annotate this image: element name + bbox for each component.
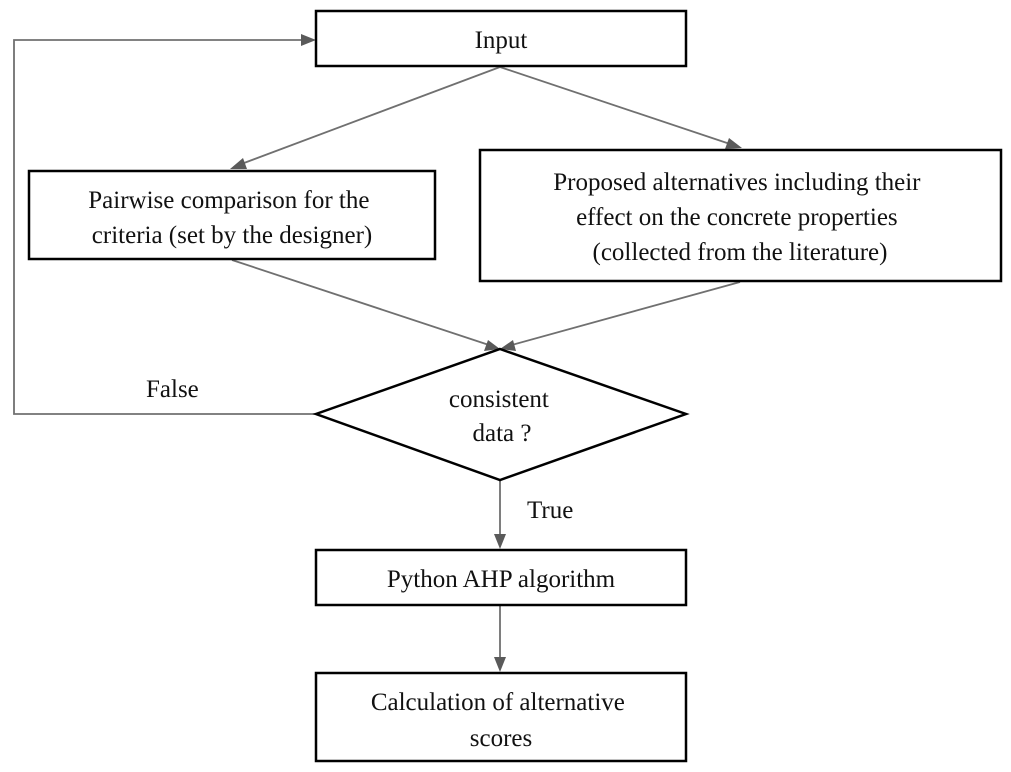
true-edge-label: True: [527, 497, 573, 524]
edge-input-to-alternatives: [499, 66, 737, 147]
algorithm-label: Python AHP algorithm: [387, 566, 616, 593]
decision-diamond: [312, 347, 690, 482]
edge-input-to-pairwise: [235, 66, 501, 167]
pairwise-label: Pairwise comparison for the criteria (se…: [88, 187, 375, 249]
alternatives-label: Proposed alternatives including their ef…: [553, 169, 927, 266]
node-pairwise: Pairwise comparison for the criteria (se…: [27, 169, 437, 261]
calculation-box: [314, 671, 688, 763]
node-input: Input: [314, 9, 688, 68]
pairwise-label-line-1: Pairwise comparison for the: [88, 187, 369, 214]
alternatives-label-line-2: effect on the concrete properties: [576, 204, 898, 231]
node-calculation: Calculation of alternative scores: [314, 671, 688, 763]
algorithm-label-line: Python AHP algorithm: [387, 566, 616, 593]
edge-pairwise-to-decision: [231, 259, 493, 347]
node-alternatives: Proposed alternatives including their ef…: [478, 148, 1003, 283]
pairwise-label-line-2: criteria (set by the designer): [92, 222, 372, 249]
decision-label: consistent data ?: [449, 386, 555, 447]
calculation-label-line-1: Calculation of alternative: [371, 689, 625, 716]
calculation-label: Calculation of alternative scores: [371, 689, 631, 752]
false-edge-label: False: [146, 376, 199, 403]
connectors: [13, 34, 742, 672]
algorithm-box: [314, 548, 688, 607]
node-decision: consistent data ?: [312, 347, 690, 482]
pairwise-box: [27, 169, 437, 261]
decision-label-line-2: data ?: [473, 420, 532, 447]
arrowhead-input-loop: [301, 34, 316, 46]
edge-false-loop: [13, 39, 316, 415]
arrowhead-alternatives: [725, 138, 742, 149]
alternatives-box: [478, 148, 1003, 283]
arrowhead-pairwise: [230, 158, 247, 169]
input-label-line: Input: [475, 27, 528, 54]
alternatives-label-line-3: (collected from the literature): [593, 239, 888, 266]
arrowhead-calculation: [494, 657, 506, 672]
node-algorithm: Python AHP algorithm: [314, 548, 688, 607]
alternatives-label-line-1: Proposed alternatives including their: [553, 169, 921, 196]
input-box: [314, 9, 688, 68]
decision-label-line-1: consistent: [449, 386, 549, 413]
calculation-label-line-2: scores: [470, 725, 532, 752]
arrowhead-decision-right: [500, 340, 516, 351]
input-label: Input: [475, 27, 528, 54]
edge-alternatives-to-decision: [507, 281, 741, 347]
arrowhead-decision-left: [484, 340, 500, 351]
arrowhead-algorithm: [494, 534, 506, 549]
